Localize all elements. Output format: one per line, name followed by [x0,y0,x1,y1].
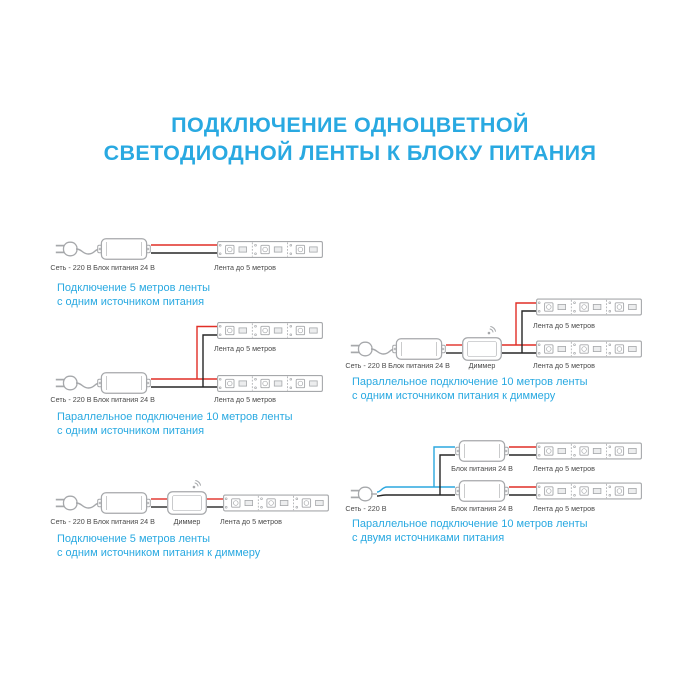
wire-black [376,454,455,497]
plug-cable [75,502,101,509]
power-supply-icon [97,238,151,260]
wire-red [151,325,217,380]
dimmer-label: Диммер [174,517,201,526]
strip-label: Лента до 5 метров [214,344,276,353]
page-title-line2: СВЕТОДИОДНОЙ ЛЕНТЫ К БЛОКУ ПИТАНИЯ [103,141,597,165]
diagram-parallel-10m-dimmer: Лента до 5 метров Сеть - 220 В Блок пита… [340,293,650,403]
plug-icon [55,375,78,391]
caption-line: с одним источником питания к диммеру [352,390,556,402]
schematic-parallel-10m-one-psu: Лента до 5 метров Сеть - 220 В Блок пита… [50,318,335,404]
led-strip-icon [218,323,323,339]
strip-label: Лента до 5 метров [533,504,595,513]
strip-label: Лента до 5 метров [533,321,595,330]
caption-line: Подключение 5 метров ленты [57,533,211,545]
caption-line: Параллельное подключение 10 метров ленты [352,518,588,530]
plug-cable [75,382,101,389]
power-supply-icon [97,372,151,394]
mains-label: Сеть - 220 В [345,504,386,513]
caption-line: с одним источником питания [57,425,205,437]
schematic-single-5m-dimmer: Сеть - 220 В Блок питания 24 В Диммер Ле… [50,479,345,526]
psu-label: Блок питания 24 В [451,464,513,473]
strip-label: Лента до 5 метров [533,464,595,473]
strip-label: Лента до 5 метров [214,395,276,404]
diagram-single-5m-dimmer: Сеть - 220 В Блок питания 24 В Диммер Ле… [45,474,345,560]
diagram-single-5m: Сеть - 220 В Блок питания 24 В Лента до … [45,230,335,309]
caption-line: Подключение 5 метров ленты [57,282,211,294]
caption-line: с двумя источниками питания [352,532,505,544]
page-title-line1: ПОДКЛЮЧЕНИЕ ОДНОЦВЕТНОЙ [171,113,529,137]
psu-label: Блок питания 24 В [93,395,155,404]
wire-red [502,302,536,346]
wire-blue [376,446,455,493]
dimmer-icon [167,491,207,515]
caption-line: Параллельное подключение 10 метров ленты [352,376,588,388]
led-strip-icon [537,443,642,459]
psu-label: Блок питания 24 В [93,263,155,272]
diagram-parallel-10m-one-psu: Лента до 5 метров Сеть - 220 В Блок пита… [45,318,335,438]
plug-icon [55,241,78,257]
plug-icon [350,486,373,502]
caption-line: с одним источником питания к диммеру [57,547,261,559]
led-strip-icon [224,495,329,511]
caption-line: Параллельное подключение 10 метров ленты [57,411,293,423]
schematic-single-5m: Сеть - 220 В Блок питания 24 В Лента до … [50,238,335,272]
diagram-caption: Параллельное подключение 10 метров ленты… [352,517,650,545]
strip-label: Лента до 5 метров [220,517,282,526]
power-supply-icon [392,338,446,360]
psu-label: Блок питания 24 В [451,504,513,513]
schematic-parallel-10m-dimmer: Лента до 5 метров Сеть - 220 В Блок пита… [345,293,650,370]
mains-label: Сеть - 220 В [345,361,386,370]
plug-cable [370,348,396,355]
mains-label: Сеть - 220 В [50,395,91,404]
diagram-parallel-10m-two-psu: Блок питания 24 В Лента до 5 метров Сеть… [340,435,650,545]
led-strip-icon [537,483,642,499]
dimmer-label: Диммер [469,361,496,370]
page-title: ПОДКЛЮЧЕНИЕ ОДНОЦВЕТНОЙ СВЕТОДИОДНОЙ ЛЕНТ… [0,111,700,167]
power-supply-icon [455,480,509,502]
radio-signal-icon [192,479,202,489]
diagram-caption: Подключение 5 метров ленты с одним источн… [57,532,345,560]
diagram-caption: Параллельное подключение 10 метров ленты… [352,375,650,403]
led-strip-icon [537,299,642,315]
power-supply-icon [455,440,509,462]
strip-label: Лента до 5 метров [214,263,276,272]
dimmer-icon [462,337,502,361]
power-supply-icon [97,492,151,514]
led-strip-icon [218,376,323,392]
caption-line: с одним источником питания [57,296,205,308]
mains-label: Сеть - 220 В [50,263,91,272]
psu-label: Блок питания 24 В [388,361,450,370]
wire-black [502,310,536,354]
radio-signal-icon [487,325,497,335]
plug-icon [350,341,373,357]
plug-cable [75,248,101,255]
plug-icon [55,495,78,511]
mains-label: Сеть - 220 В [50,517,91,526]
diagram-caption: Подключение 5 метров ленты с одним источн… [57,281,335,309]
wire-black [151,334,217,388]
strip-label: Лента до 5 метров [533,361,595,370]
diagram-caption: Параллельное подключение 10 метров ленты… [57,410,335,438]
led-strip-icon [218,242,323,258]
led-strip-icon [537,341,642,357]
schematic-parallel-10m-two-psu: Блок питания 24 В Лента до 5 метров Сеть… [345,440,650,513]
psu-label: Блок питания 24 В [93,517,155,526]
